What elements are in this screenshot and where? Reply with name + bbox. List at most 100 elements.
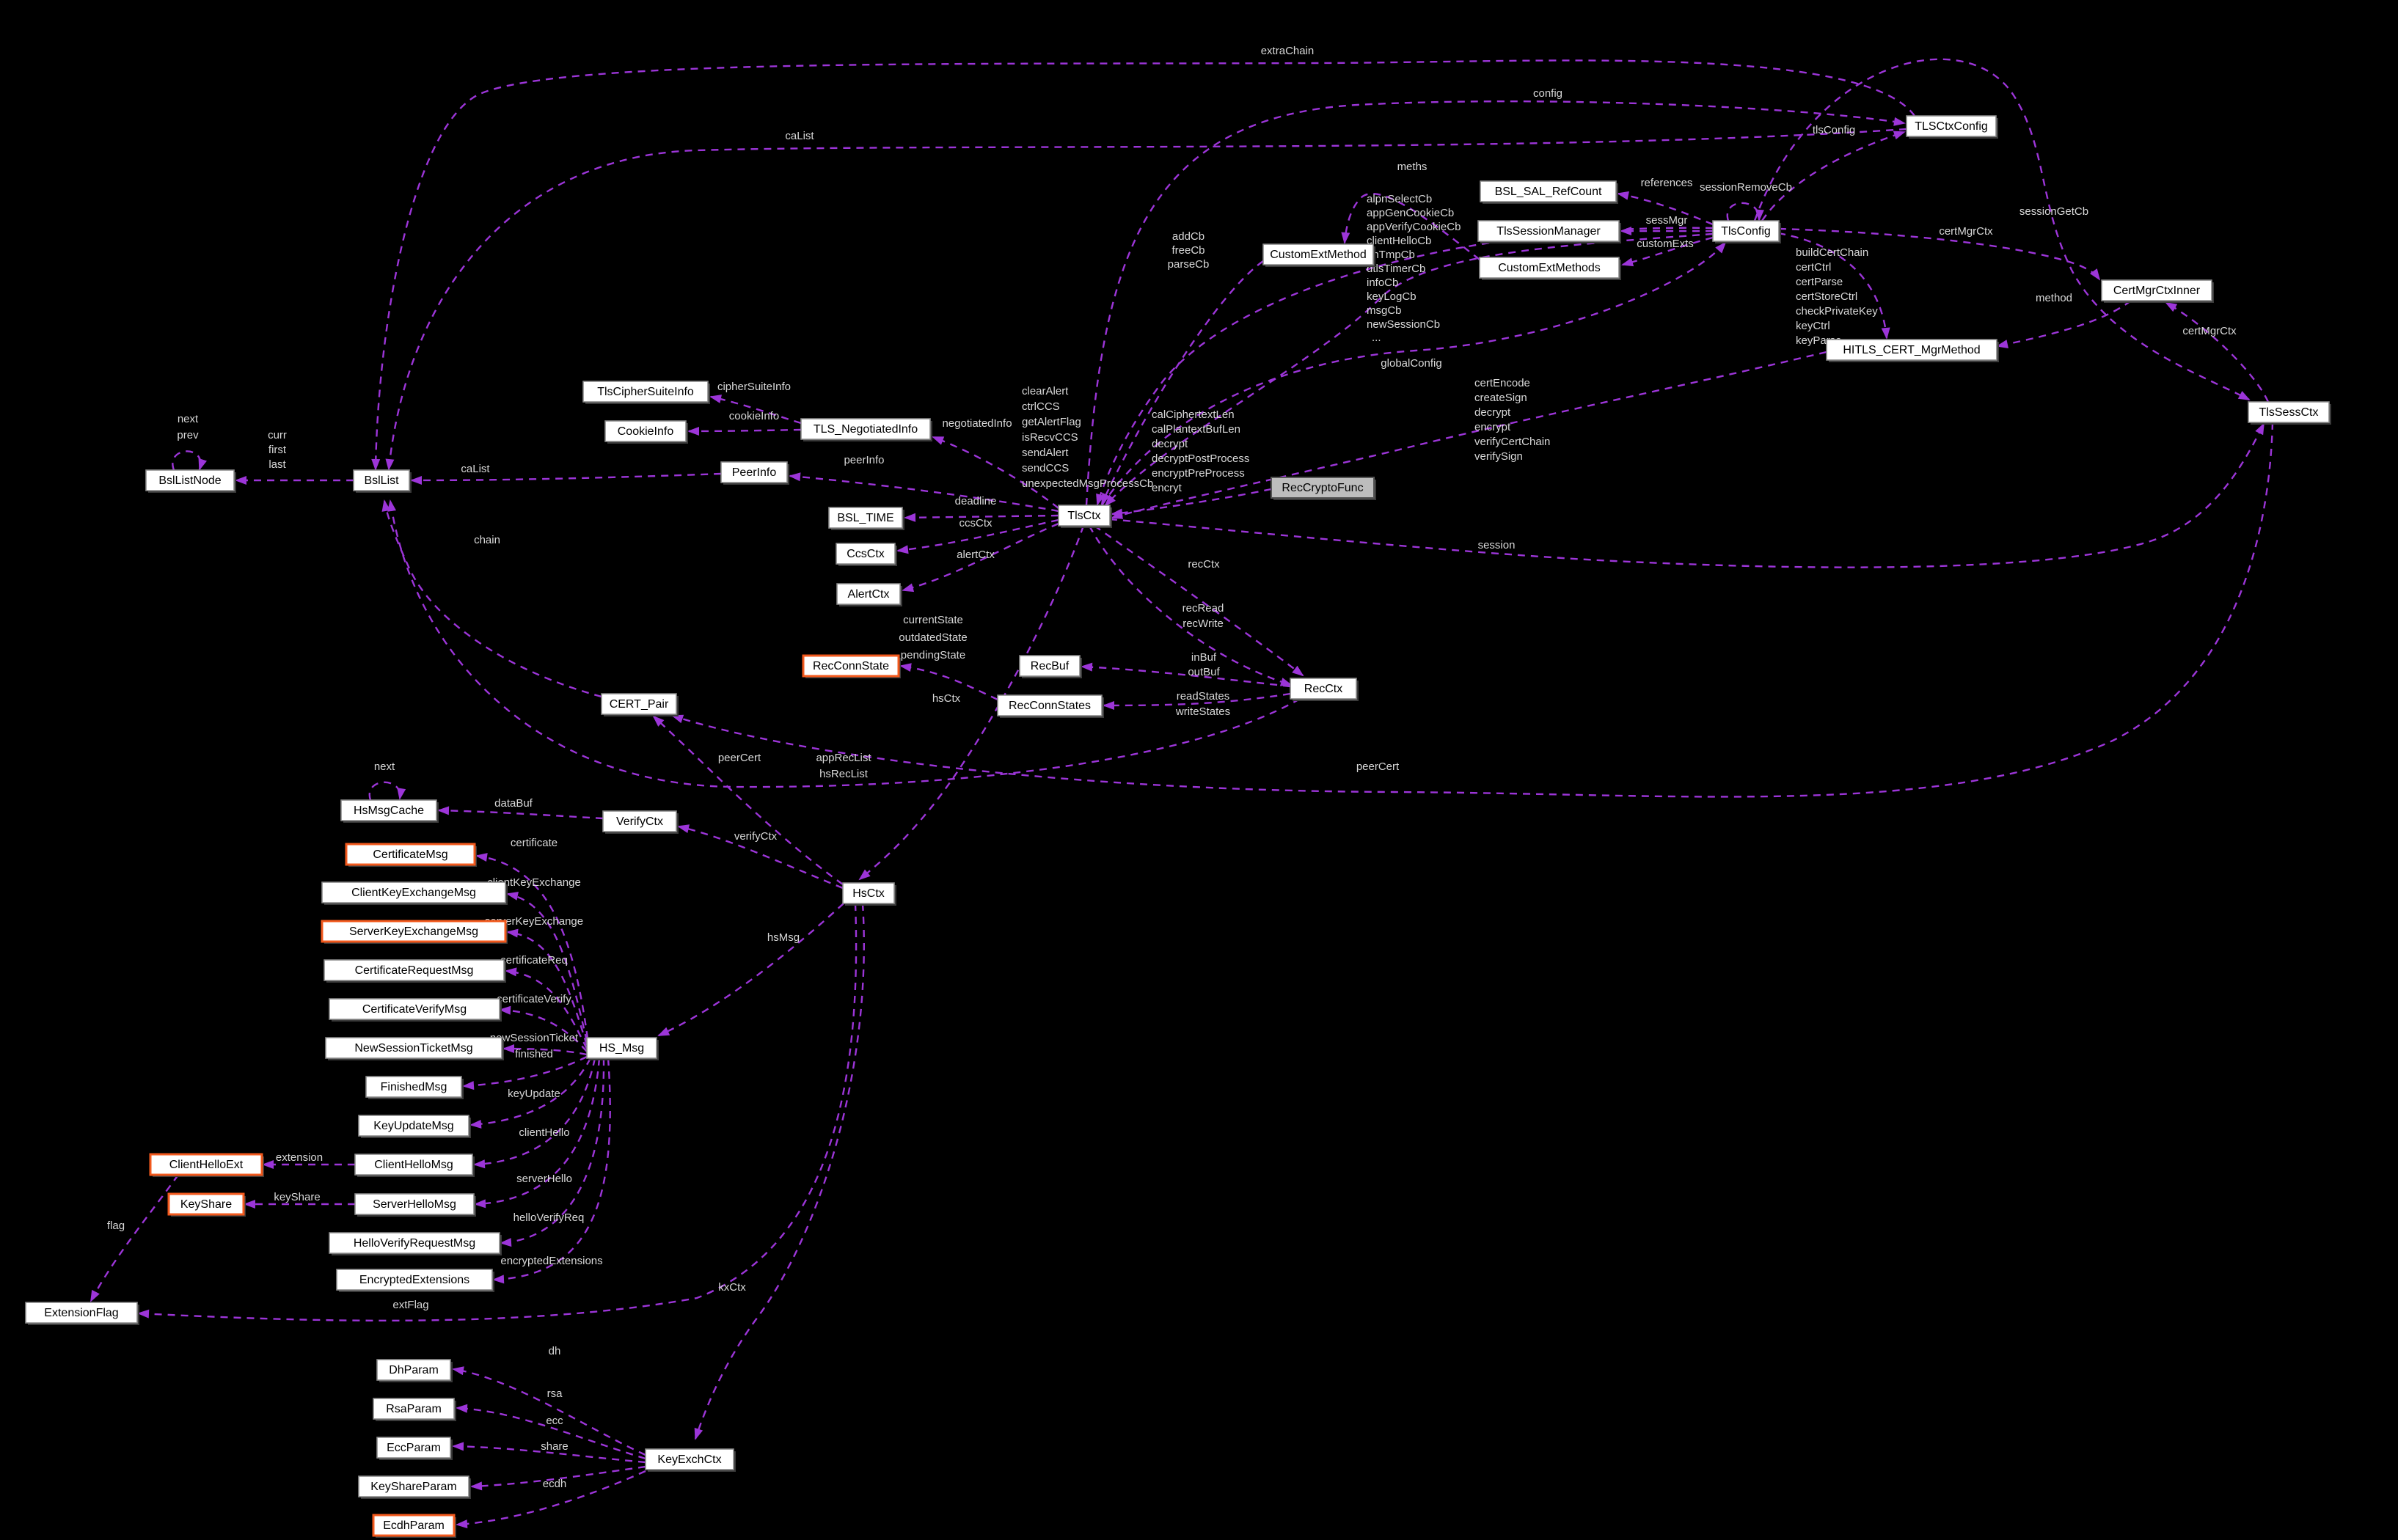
node-CustomExtMethods[interactable]: CustomExtMethods [1479, 257, 1621, 280]
node-box [149, 1153, 263, 1176]
node-BSL_TIME[interactable]: BSL_TIME [828, 507, 904, 530]
node-box [1906, 115, 1997, 137]
node-RecBuf[interactable]: RecBuf [1019, 655, 1082, 678]
node-RecCryptoFunc[interactable]: RecCryptoFunc [1271, 477, 1376, 500]
node-HS_Msg[interactable]: HS_Msg [586, 1037, 659, 1060]
node-TlsSessionManager[interactable]: TlsSessionManager [1477, 220, 1621, 243]
node-EcdhParam[interactable]: EcdhParam [372, 1514, 456, 1538]
node-box [602, 810, 677, 832]
node-KeyUpdateMsg[interactable]: KeyUpdateMsg [358, 1115, 471, 1138]
node-KeyShareParam[interactable]: KeyShareParam [358, 1475, 471, 1499]
edge-label: caList [785, 130, 814, 142]
edge-label: clearAlert [1022, 385, 1069, 397]
node-CcsCtx[interactable]: CcsCtx [836, 543, 897, 566]
edge-HsCtx-KeyExchCtx [694, 903, 865, 1440]
edge-KeyExchCtx-EccParam [452, 1442, 646, 1464]
node-RsaParam[interactable]: RsaParam [373, 1398, 456, 1421]
node-CertificateMsg[interactable]: CertificateMsg [345, 843, 477, 867]
node-RecCtx[interactable]: RecCtx [1290, 678, 1359, 701]
node-DhParam[interactable]: DhParam [376, 1359, 453, 1382]
edge-HS_Msg-CertificateMsg [475, 853, 589, 1039]
node-EccParam[interactable]: EccParam [376, 1437, 453, 1460]
node-box [323, 959, 505, 981]
node-box [2248, 401, 2330, 423]
node-VerifyCtx[interactable]: VerifyCtx [602, 810, 679, 834]
node-CERT_Pair[interactable]: CERT_Pair [601, 693, 679, 716]
node-NewSessionTicketMsg[interactable]: NewSessionTicketMsg [325, 1037, 504, 1060]
edge-label: appGenCookieCb [1367, 207, 1454, 219]
edge-label: encryt [1152, 482, 1182, 494]
node-ClientKeyExchangeMsg[interactable]: ClientKeyExchangeMsg [321, 881, 508, 905]
edge-label: sessionGetCb [2019, 205, 2088, 218]
node-label: TLSCtxConfig [1915, 120, 1988, 133]
node-box [586, 1037, 657, 1059]
edge-KeyExchCtx-DhParam [452, 1366, 646, 1456]
node-label: RecConnStates [1009, 700, 1091, 712]
node-AlertCtx[interactable]: AlertCtx [836, 583, 902, 606]
node-label: KeyExchCtx [657, 1453, 721, 1466]
node-CertMgrCtxInner[interactable]: CertMgrCtxInner [2101, 279, 2214, 303]
edge-label: last [268, 458, 286, 471]
edge-label: prev [177, 429, 199, 441]
edge-KeyExchCtx-EcdhParam [456, 1470, 646, 1529]
node-EncryptedExtensions[interactable]: EncryptedExtensions [336, 1269, 494, 1292]
node-TLS_NegotiatedInfo[interactable]: TLS_NegotiatedInfo [800, 418, 932, 441]
node-ServerKeyExchangeMsg[interactable]: ServerKeyExchangeMsg [321, 920, 508, 944]
edge-label: rsa [547, 1387, 563, 1400]
node-label: EncryptedExtensions [359, 1274, 469, 1286]
node-TlsCipherSuiteInfo[interactable]: TlsCipherSuiteInfo [582, 381, 710, 404]
edge-label: clientHello [519, 1126, 569, 1139]
node-CookieInfo[interactable]: CookieInfo [604, 420, 688, 444]
node-label: CcsCtx [847, 548, 885, 560]
node-KeyExchCtx[interactable]: KeyExchCtx [645, 1448, 736, 1472]
edge-label: recWrite [1182, 617, 1224, 630]
node-BslListNode[interactable]: BslListNode [145, 469, 236, 493]
node-box [1019, 655, 1081, 677]
node-TLSCtxConfig[interactable]: TLSCtxConfig [1906, 115, 1998, 139]
node-HsMsgCache[interactable]: HsMsgCache [340, 799, 439, 823]
edge-label: writeStates [1175, 705, 1230, 718]
node-HsCtx[interactable]: HsCtx [842, 882, 896, 906]
node-CustomExtMethod[interactable]: CustomExtMethod [1262, 243, 1375, 267]
node-label: ServerKeyExchangeMsg [349, 925, 478, 938]
node-box [358, 1115, 469, 1137]
node-BslList[interactable]: BslList [353, 469, 412, 493]
node-box [1479, 257, 1620, 279]
node-TlsConfig[interactable]: TlsConfig [1712, 220, 1781, 243]
node-box [2101, 279, 2212, 301]
node-RecConnState[interactable]: RecConnState [802, 654, 901, 678]
edge-label: meths [1397, 161, 1428, 173]
edge-TlsConfig-TlsCtx [1104, 232, 1714, 507]
node-label: KeyUpdateMsg [373, 1120, 453, 1132]
node-CertificateVerifyMsg[interactable]: CertificateVerifyMsg [329, 998, 502, 1022]
node-HITLS_CERT_MgrMethod[interactable]: HITLS_CERT_MgrMethod [1826, 339, 1999, 362]
node-label: BSL_SAL_RefCount [1495, 186, 1602, 198]
node-FinishedMsg[interactable]: FinishedMsg [365, 1076, 464, 1099]
node-TlsCtx[interactable]: TlsCtx [1058, 505, 1112, 528]
node-KeyShare[interactable]: KeyShare [167, 1192, 246, 1217]
node-ClientHelloExt[interactable]: ClientHelloExt [149, 1153, 264, 1177]
edge-label: buildCertChain [1796, 246, 1868, 259]
edge-label: freeCb [1171, 244, 1205, 257]
node-label: RecConnState [813, 660, 889, 672]
node-HelloVerifyRequestMsg[interactable]: HelloVerifyRequestMsg [329, 1232, 502, 1255]
edge-label: ctrlCCS [1022, 400, 1060, 413]
edge-label: clientKeyExchange [487, 876, 581, 889]
edge-HS_Msg-ServerHelloMsg [474, 1057, 601, 1209]
edge-label: recRead [1182, 602, 1224, 615]
edge-label: extraChain [1261, 45, 1315, 57]
node-box [828, 507, 903, 529]
node-PeerInfo[interactable]: PeerInfo [720, 461, 789, 485]
node-box [340, 799, 437, 821]
node-ClientHelloMsg[interactable]: ClientHelloMsg [354, 1154, 475, 1177]
node-RecConnStates[interactable]: RecConnStates [997, 694, 1104, 718]
node-BSL_SAL_RefCount[interactable]: BSL_SAL_RefCount [1480, 180, 1618, 204]
edge-HsCtx-HS_Msg [657, 903, 844, 1037]
node-label: TlsConfig [1721, 225, 1771, 238]
node-ServerHelloMsg[interactable]: ServerHelloMsg [354, 1193, 476, 1217]
node-TlsSessCtx[interactable]: TlsSessCtx [2248, 401, 2331, 425]
edge-HS_Msg-NewSessionTicketMsg [502, 1044, 588, 1056]
node-ExtensionFlag[interactable]: ExtensionFlag [25, 1302, 139, 1325]
node-CertificateRequestMsg[interactable]: CertificateRequestMsg [323, 959, 506, 983]
node-label: CertMgrCtxInner [2113, 285, 2201, 297]
